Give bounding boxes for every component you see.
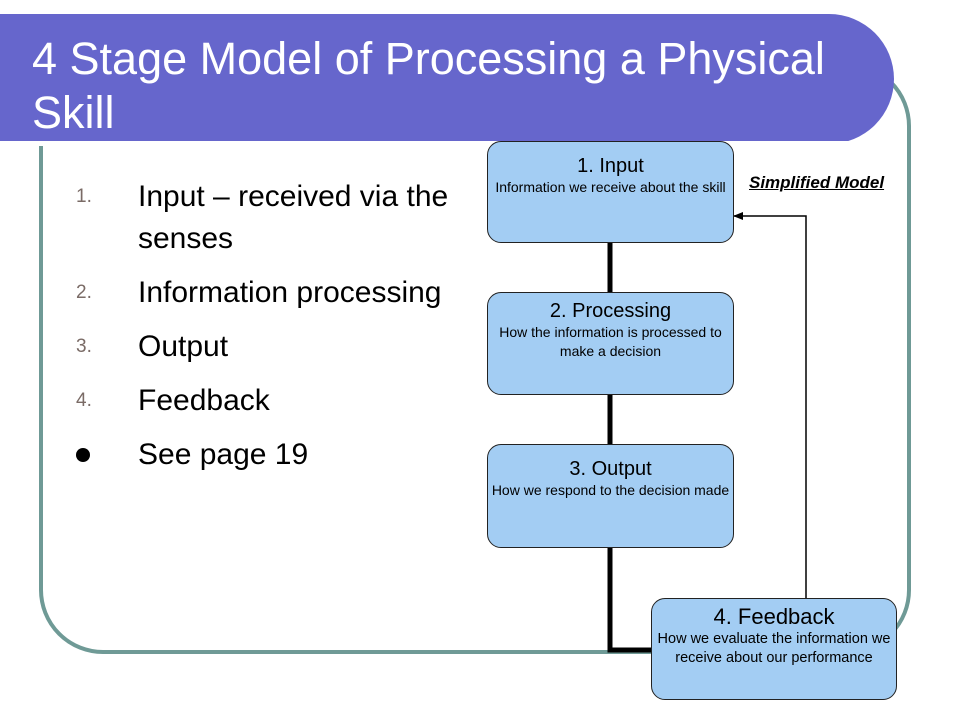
stage-feedback-box: 4. Feedback How we evaluate the informat… xyxy=(651,598,897,700)
list-item: 2. Information processing xyxy=(76,272,466,314)
slide-title: 4 Stage Model of Processing a Physical S… xyxy=(32,33,825,138)
stage-processing-box: 2. Processing How the information is pro… xyxy=(487,292,734,395)
list-item-text: Information processing xyxy=(138,276,442,309)
stage-title: 3. Output xyxy=(569,458,652,480)
stage-description: Information we receive about the skill xyxy=(495,179,726,195)
list-item-text: Output xyxy=(138,330,229,363)
list-marker: 1. xyxy=(76,186,92,207)
simplified-model-label: Simplified Model xyxy=(749,173,885,192)
list-marker: 3. xyxy=(76,336,92,357)
title-underline xyxy=(0,141,848,146)
stage-output-box: 3. Output How we respond to the decision… xyxy=(487,444,734,548)
list-item-text: See page 19 xyxy=(138,438,309,471)
stage-title: 4. Feedback xyxy=(713,604,835,629)
list-marker: 2. xyxy=(76,282,92,303)
stage-description: How we respond to the decision made xyxy=(491,482,730,498)
list-marker: 4. xyxy=(76,390,92,411)
stage-title: 2. Processing xyxy=(549,300,672,322)
list-item: See page 19 xyxy=(76,434,466,478)
list-marker-bullet xyxy=(76,434,138,478)
stage-description: How the information is processed to make… xyxy=(499,324,722,359)
list-item-text: Feedback xyxy=(138,384,270,417)
list-item-text: Input – received via the senses xyxy=(138,180,449,255)
bullet-dot-icon xyxy=(76,448,90,462)
title-bar: 4 Stage Model of Processing a Physical S… xyxy=(0,14,894,146)
connector-output-feedback xyxy=(607,548,651,653)
list-item: 1. Input – received via the senses xyxy=(76,176,466,260)
stage-description: How we evaluate the information we recei… xyxy=(657,631,891,666)
feedback-arrow xyxy=(733,212,807,598)
list-item: 3. Output xyxy=(76,326,466,368)
list-item: 4. Feedback xyxy=(76,380,466,422)
stage-input-box: 1. Input Information we receive about th… xyxy=(487,141,734,243)
stage-title: 1. Input xyxy=(577,155,644,177)
bullet-list: 1. Input – received via the senses 2. In… xyxy=(76,176,466,490)
